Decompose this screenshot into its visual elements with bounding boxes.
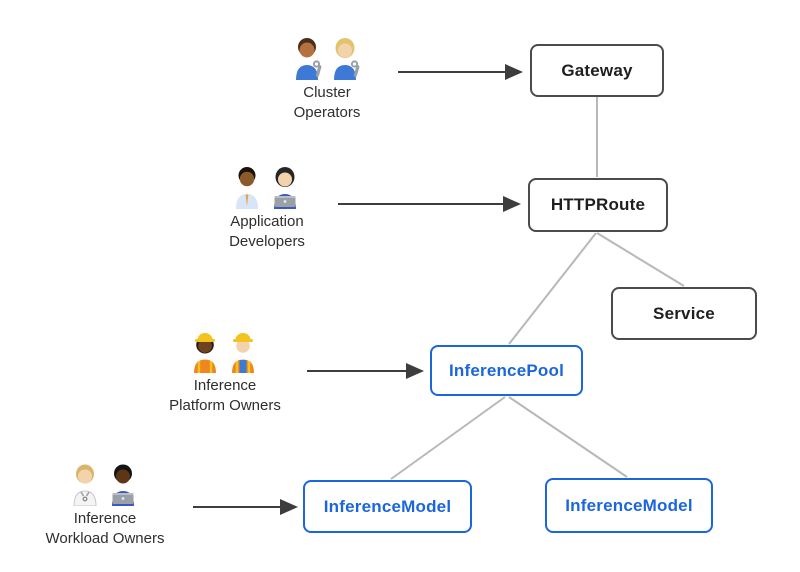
- actor-inference-platform-owners: Inference Platform Owners: [145, 329, 305, 417]
- actor-label-line: Developers: [229, 233, 305, 251]
- node-inferencemodel-left-label: InferenceModel: [323, 496, 452, 516]
- actor-label-line: Inference: [193, 377, 257, 394]
- man-office-worker-woman-technologist-emoji-icon: [236, 167, 296, 209]
- edge-httproute-service: [596, 232, 685, 287]
- actor-application-developers: Application Developers: [187, 165, 347, 253]
- node-inferencemodel-right: InferenceModel: [545, 478, 713, 533]
- node-httproute: HTTPRoute: [528, 178, 668, 232]
- node-httproute-label: HTTPRoute: [550, 195, 646, 214]
- actor-cluster-operators-label: Cluster Operators: [294, 83, 361, 124]
- edge-inferencepool-inferencemodel-left: [390, 396, 506, 480]
- node-inferencepool: InferencePool: [430, 345, 583, 396]
- node-gateway: Gateway: [530, 44, 664, 97]
- actor-application-developers-label: Application Developers: [229, 212, 305, 253]
- node-inferencepool-label: InferencePool: [448, 360, 565, 380]
- actor-label-line: Cluster: [303, 84, 351, 101]
- actor-inference-platform-owners-label: Inference Platform Owners: [169, 376, 281, 417]
- node-gateway-label: Gateway: [561, 60, 633, 80]
- actor-label-line: Platform Owners: [169, 397, 281, 415]
- health-worker-man-technologist-emoji-icon: [73, 464, 134, 506]
- actor-inference-workload-owners: Inference Workload Owners: [25, 462, 185, 550]
- woman-construction-worker-man-construction-worker-emoji-icon: [194, 333, 254, 373]
- edge-inferencepool-inferencemodel-right: [508, 396, 628, 478]
- man-mechanic-woman-mechanic-emoji-icon: [296, 38, 360, 80]
- actor-cluster-operators: Cluster Operators: [247, 36, 407, 124]
- node-inferencemodel-right-label: InferenceModel: [565, 495, 693, 515]
- node-inferencemodel-left: InferenceModel: [303, 480, 472, 533]
- actor-label-line: Workload Owners: [45, 530, 165, 548]
- actor-label-line: Inference: [73, 510, 137, 527]
- node-service-label: Service: [653, 303, 715, 323]
- actor-inference-workload-owners-label: Inference Workload Owners: [46, 509, 165, 550]
- node-service: Service: [611, 287, 757, 340]
- actor-label-line: Operators: [293, 104, 361, 122]
- edge-httproute-inferencepool: [508, 232, 597, 345]
- actor-label-line: Application: [230, 213, 304, 230]
